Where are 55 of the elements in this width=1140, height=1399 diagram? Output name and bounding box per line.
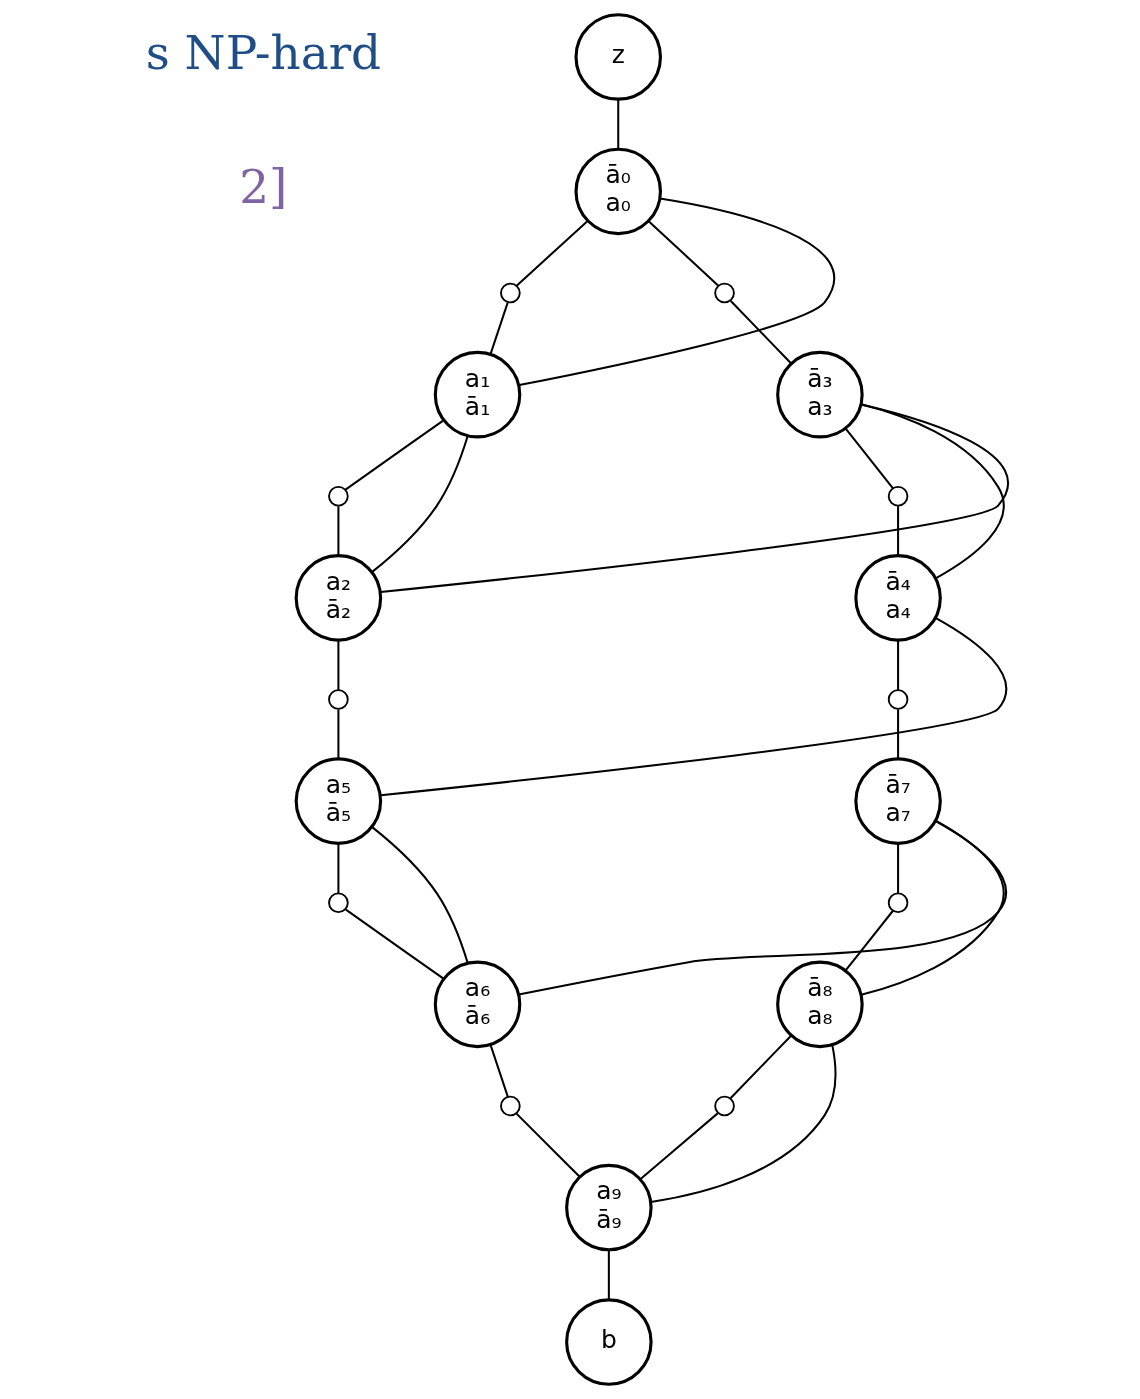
connector bbox=[337, 709, 340, 759]
node-circle bbox=[328, 689, 349, 710]
connector bbox=[489, 1044, 509, 1098]
connector bbox=[647, 220, 720, 287]
connector bbox=[344, 419, 444, 491]
connector bbox=[337, 506, 340, 556]
node-circle bbox=[887, 689, 909, 710]
node-circle: ā₃ a₃ bbox=[776, 350, 864, 439]
connector bbox=[897, 506, 900, 556]
connector bbox=[519, 197, 835, 387]
label: 2] bbox=[239, 159, 288, 215]
node-circle bbox=[887, 892, 909, 914]
connector bbox=[515, 1112, 581, 1178]
node-circle bbox=[500, 282, 521, 304]
node-circle: a₉ ā₉ bbox=[565, 1163, 653, 1252]
node-circle bbox=[887, 485, 909, 507]
connector bbox=[518, 820, 1007, 996]
node-circle: a₁ ā₁ bbox=[433, 350, 522, 439]
connector bbox=[345, 908, 445, 980]
connector bbox=[617, 99, 620, 150]
connector bbox=[380, 403, 1009, 594]
connector bbox=[650, 1044, 837, 1203]
connector bbox=[380, 616, 1007, 797]
label: s NP-hard bbox=[145, 24, 382, 80]
node-circle bbox=[500, 1095, 521, 1117]
connector bbox=[861, 820, 1005, 996]
connector bbox=[371, 826, 469, 964]
node-circle: b bbox=[565, 1298, 653, 1386]
node-circle: ā₇ a₇ bbox=[854, 757, 942, 845]
node-circle bbox=[714, 1095, 735, 1117]
connector bbox=[844, 910, 894, 972]
node-circle: ā₄ a₄ bbox=[854, 554, 942, 642]
connector bbox=[371, 435, 469, 573]
node-circle bbox=[328, 892, 349, 914]
node-circle: a₅ ā₅ bbox=[294, 757, 383, 845]
connector bbox=[861, 403, 1005, 579]
node-circle bbox=[328, 485, 349, 507]
node-circle: ā₀ a₀ bbox=[574, 147, 662, 236]
connector bbox=[729, 1034, 793, 1100]
connector bbox=[897, 843, 900, 894]
node-circle: ā₈ a₈ bbox=[776, 960, 864, 1049]
connector bbox=[607, 1250, 610, 1300]
connector bbox=[516, 220, 589, 287]
node-circle: a₂ ā₂ bbox=[294, 554, 383, 642]
node-circle bbox=[714, 282, 735, 304]
connector bbox=[844, 427, 894, 489]
connector bbox=[897, 640, 900, 691]
connector bbox=[730, 300, 792, 364]
connector bbox=[489, 302, 509, 355]
connector bbox=[639, 1112, 719, 1181]
node-circle: a₆ ā₆ bbox=[433, 960, 522, 1049]
connector bbox=[897, 709, 900, 759]
connector bbox=[337, 843, 340, 894]
node-circle: z bbox=[574, 13, 662, 101]
connector bbox=[337, 640, 340, 691]
